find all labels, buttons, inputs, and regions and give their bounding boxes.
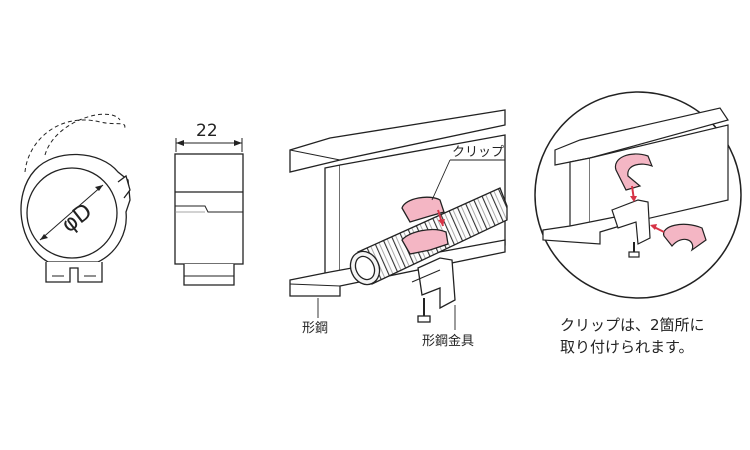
- install-illustration: [289, 109, 508, 323]
- detail-steel-top: [554, 107, 729, 166]
- detail-fitting: [611, 199, 651, 245]
- detail-circle: [534, 91, 742, 299]
- note-line-1: クリップは、2箇所に: [560, 316, 705, 334]
- clip-feet: [45, 262, 103, 283]
- clip-installed: [401, 196, 449, 255]
- detail-arrows: [630, 185, 665, 233]
- label-clip: クリップ: [452, 145, 504, 160]
- label-section-steel: 形鋼: [302, 321, 328, 336]
- detail-clip-right: [663, 223, 707, 252]
- detail-steel-bottom: [542, 215, 621, 245]
- steel-web: [324, 164, 341, 282]
- clip-front-view: [20, 113, 131, 283]
- clip-outer-ring: [20, 153, 131, 263]
- detail-clip-top: [614, 153, 654, 191]
- label-section-steel-fitting: 形鋼金具: [422, 333, 474, 349]
- clip-side-view: [174, 138, 244, 286]
- open-arc-dashed: [24, 119, 126, 173]
- dimension-width: 22: [196, 121, 218, 141]
- steel-top-flange: [289, 109, 506, 173]
- fitting-body: [417, 257, 456, 310]
- clip-leader: [431, 159, 451, 201]
- clip-inner-ring: [26, 167, 118, 259]
- diameter-line: [39, 184, 104, 241]
- side-body: [174, 153, 244, 265]
- side-foot: [183, 264, 235, 286]
- note-line-2: 取り付けられます。: [560, 338, 694, 356]
